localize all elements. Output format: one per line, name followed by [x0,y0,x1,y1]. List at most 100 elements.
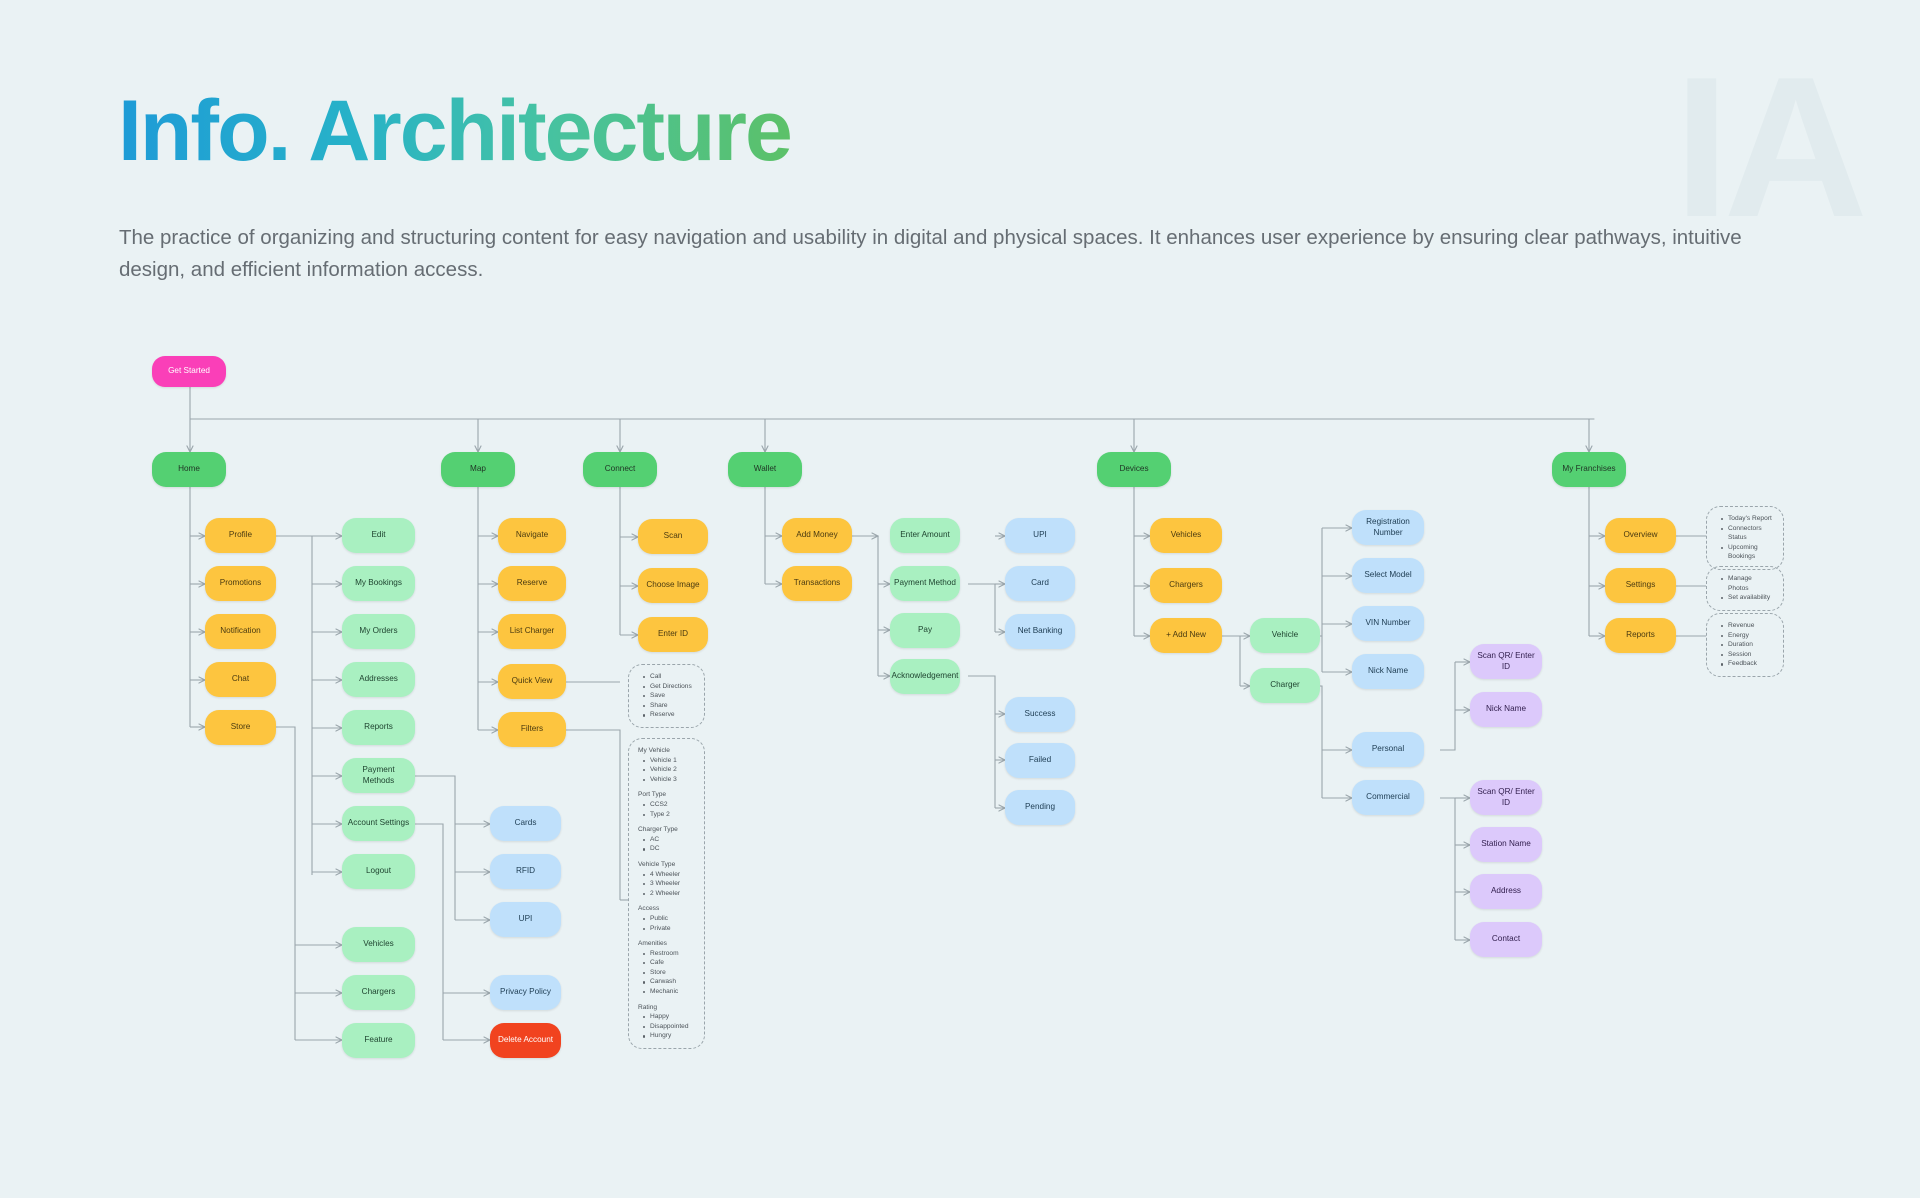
node-commercial-contact[interactable]: Contact [1470,922,1542,957]
node-wallet-enter-amount[interactable]: Enter Amount [890,518,960,553]
node-store-feature[interactable]: Feature [342,1023,415,1058]
node-devices-chargers[interactable]: Chargers [1150,568,1222,603]
node-profile-logout[interactable]: Logout [342,854,415,889]
node-franchise-settings[interactable]: Settings [1605,568,1676,603]
node-map-quick-view[interactable]: Quick View [498,664,566,699]
node-wallet-upi[interactable]: UPI [1005,518,1075,553]
node-devices-vehicle[interactable]: Vehicle [1250,618,1320,653]
list-item: Save [643,691,695,701]
node-section-devices[interactable]: Devices [1097,452,1171,487]
list-item: Type 2 [643,810,695,820]
node-payment-cards[interactable]: Cards [490,806,561,841]
node-profile-addresses[interactable]: Addresses [342,662,415,697]
node-home-store[interactable]: Store [205,710,276,745]
list-item: DC [643,844,695,854]
filter-group-label: Port Type [638,791,667,799]
list-item: Revenue [1721,621,1774,631]
list-item: Vehicle 1 [643,756,695,766]
node-get-started[interactable]: Get Started [152,356,226,387]
list-item: Public [643,914,695,924]
list-item: 3 Wheeler [643,879,695,889]
node-section-map[interactable]: Map [441,452,515,487]
list-item: Happy [643,1012,695,1022]
node-map-filters[interactable]: Filters [498,712,566,747]
list-item: Carwash [643,977,695,987]
node-connect-choose-image[interactable]: Choose Image [638,568,708,603]
list-item: Set availability [1721,593,1774,603]
filter-group-label: Charger Type [638,826,678,834]
node-map-navigate[interactable]: Navigate [498,518,566,553]
node-home-chat[interactable]: Chat [205,662,276,697]
node-commercial-station-name[interactable]: Station Name [1470,827,1542,862]
node-vehicle-select-model[interactable]: Select Model [1352,558,1424,593]
node-devices-charger[interactable]: Charger [1250,668,1320,703]
filter-group-label: Amenities [638,940,667,948]
list-item: AC [643,835,695,845]
list-item: 2 Wheeler [643,889,695,899]
list-filters: My Vehicle Vehicle 1 Vehicle 2 Vehicle 3… [628,738,705,1050]
quick-view-items: Call Get Directions Save Share Reserve [643,672,695,720]
list-item: Store [643,968,695,978]
list-item: Disappointed [643,1022,695,1032]
node-vehicle-registration-number[interactable]: Registration Number [1352,510,1424,545]
list-item: Duration [1721,640,1774,650]
node-wallet-acknowledgement[interactable]: Acknowledgement [890,659,960,694]
node-connect-enter-id[interactable]: Enter ID [638,617,708,652]
node-account-delete-account[interactable]: Delete Account [490,1023,561,1058]
node-map-list-charger[interactable]: List Charger [498,614,566,649]
list-item: Cafe [643,958,695,968]
node-profile-payment-methods[interactable]: Payment Methods [342,758,415,793]
page-subtitle: The practice of organizing and structuri… [119,226,1742,281]
list-franchise-reports: Revenue Energy Duration Session Feedback [1706,613,1784,677]
list-item: CCS2 [643,800,695,810]
node-home-notification[interactable]: Notification [205,614,276,649]
node-vehicle-nick-name[interactable]: Nick Name [1352,654,1424,689]
node-franchise-overview[interactable]: Overview [1605,518,1676,553]
node-profile-reports[interactable]: Reports [342,710,415,745]
list-item: Mechanic [643,987,695,997]
node-charger-personal[interactable]: Personal [1352,732,1424,767]
list-item: Feedback [1721,659,1774,669]
node-store-vehicles[interactable]: Vehicles [342,927,415,962]
node-commercial-scan-qr[interactable]: Scan QR/ Enter ID [1470,780,1542,815]
node-charger-commercial[interactable]: Commercial [1352,780,1424,815]
node-profile-my-bookings[interactable]: My Bookings [342,566,415,601]
node-profile-my-orders[interactable]: My Orders [342,614,415,649]
node-home-profile[interactable]: Profile [205,518,276,553]
filter-group-label: Access [638,905,660,913]
node-payment-upi[interactable]: UPI [490,902,561,937]
node-profile-account-settings[interactable]: Account Settings [342,806,415,841]
node-devices-add-new[interactable]: + Add New [1150,618,1222,653]
node-payment-rfid[interactable]: RFID [490,854,561,889]
list-item: Upcoming Bookings [1721,543,1774,562]
node-account-privacy-policy[interactable]: Privacy Policy [490,975,561,1010]
node-section-connect[interactable]: Connect [583,452,657,487]
node-personal-scan-qr[interactable]: Scan QR/ Enter ID [1470,644,1542,679]
node-profile-edit[interactable]: Edit [342,518,415,553]
node-wallet-card[interactable]: Card [1005,566,1075,601]
node-wallet-transactions[interactable]: Transactions [782,566,852,601]
node-map-reserve[interactable]: Reserve [498,566,566,601]
node-wallet-pay[interactable]: Pay [890,613,960,648]
node-devices-vehicles[interactable]: Vehicles [1150,518,1222,553]
node-wallet-success[interactable]: Success [1005,697,1075,732]
node-vehicle-vin-number[interactable]: VIN Number [1352,606,1424,641]
list-item: 4 Wheeler [643,870,695,880]
list-item: Reserve [643,710,695,720]
node-wallet-failed[interactable]: Failed [1005,743,1075,778]
node-section-home[interactable]: Home [152,452,226,487]
node-home-promotions[interactable]: Promotions [205,566,276,601]
filter-group-label: Rating [638,1003,658,1011]
node-wallet-pending[interactable]: Pending [1005,790,1075,825]
node-store-chargers[interactable]: Chargers [342,975,415,1010]
node-wallet-payment-method[interactable]: Payment Method [890,566,960,601]
node-section-wallet[interactable]: Wallet [728,452,802,487]
node-wallet-net-banking[interactable]: Net Banking [1005,614,1075,649]
node-section-franchises[interactable]: My Franchises [1552,452,1626,487]
node-connect-scan[interactable]: Scan [638,519,708,554]
node-commercial-address[interactable]: Address [1470,874,1542,909]
node-wallet-add-money[interactable]: Add Money [782,518,852,553]
node-personal-nick-name[interactable]: Nick Name [1470,692,1542,727]
node-franchise-reports[interactable]: Reports [1605,618,1676,653]
list-quick-view: Call Get Directions Save Share Reserve [628,664,705,728]
